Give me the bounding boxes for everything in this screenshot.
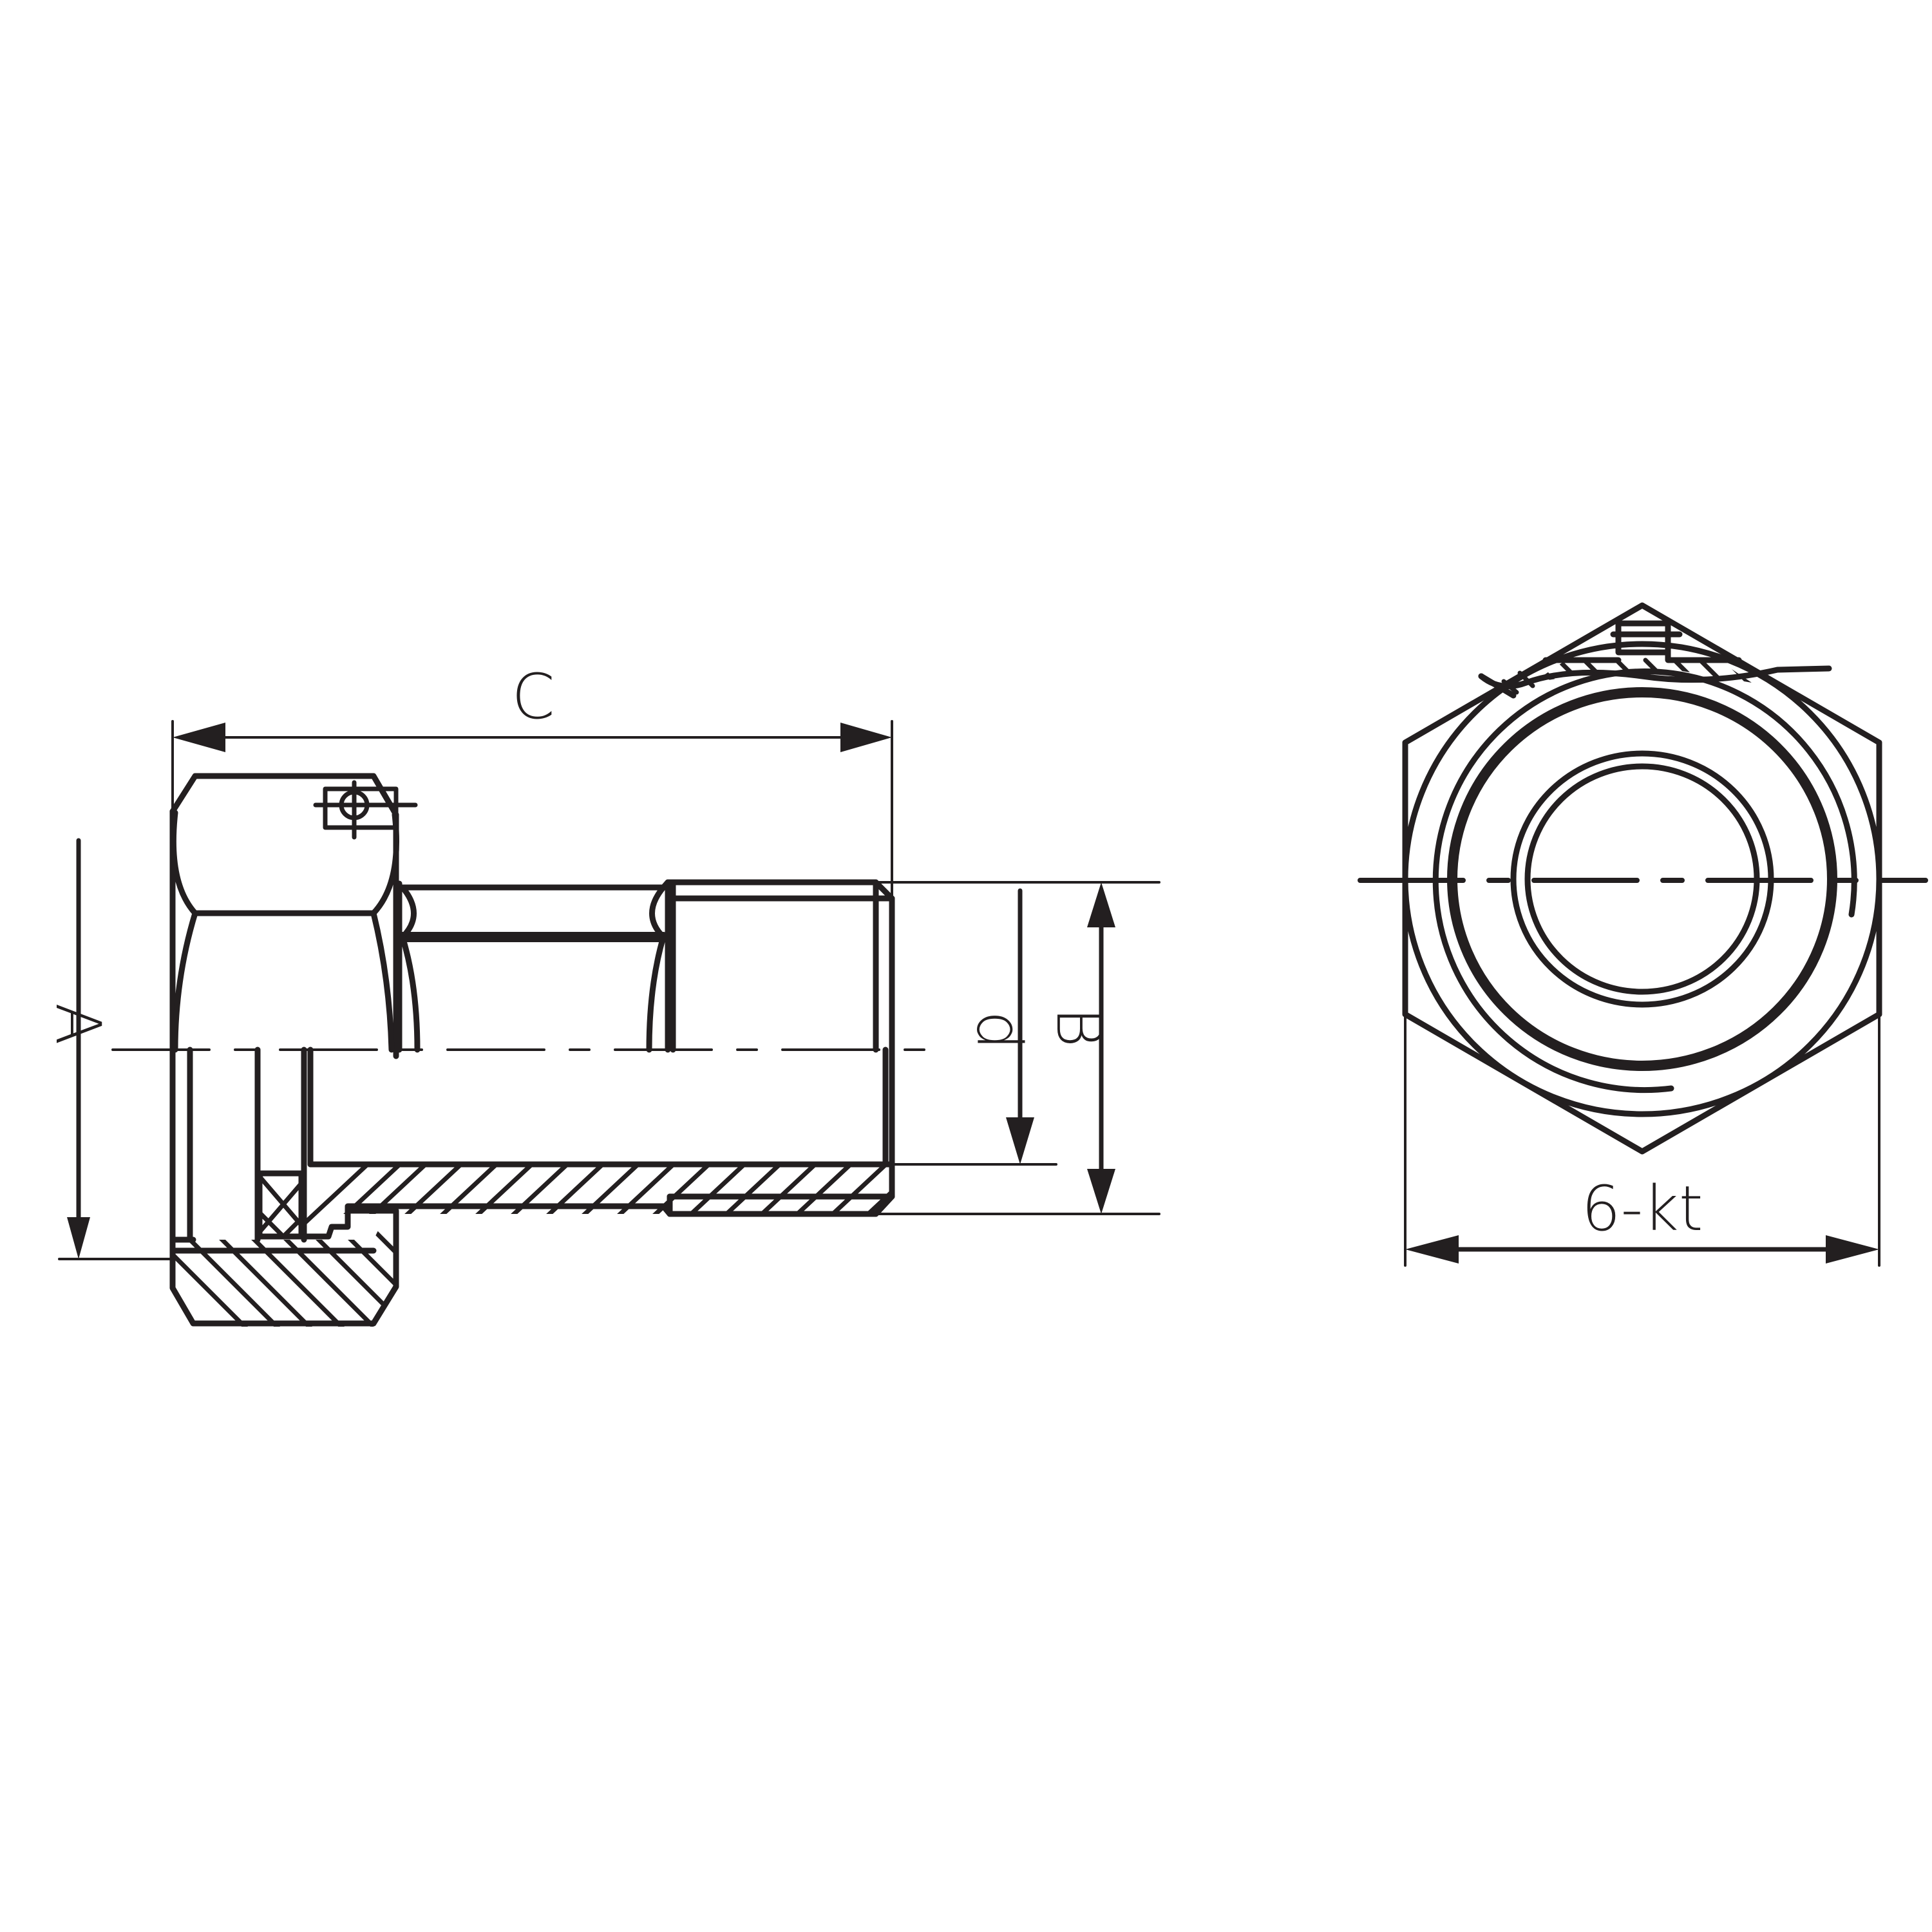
dimension-B: B (875, 881, 1160, 1215)
tube (307, 879, 895, 1217)
hex-top-section-detail (1478, 620, 1832, 699)
position-tolerance-symbol (313, 780, 418, 840)
dimension-label-C: C (511, 661, 554, 733)
dimension-A: A (42, 838, 174, 1260)
dimension-label-B: B (1043, 1007, 1115, 1048)
dimension-label-A: A (42, 1003, 114, 1045)
dimension-C: C (171, 661, 893, 900)
end-view: 6-kt (1358, 602, 1928, 1267)
dimension-hex-width: 6-kt (1404, 1013, 1880, 1267)
side-section-view: C A d B (42, 661, 1160, 1327)
seal-ring (256, 1170, 305, 1240)
dimension-label-d: d (963, 1011, 1035, 1050)
dimension-d: d (891, 888, 1057, 1166)
dimension-label-6kt: 6-kt (1582, 1173, 1703, 1245)
thread-arc (1432, 668, 1857, 1094)
hexagon-outline (1402, 602, 1882, 1155)
